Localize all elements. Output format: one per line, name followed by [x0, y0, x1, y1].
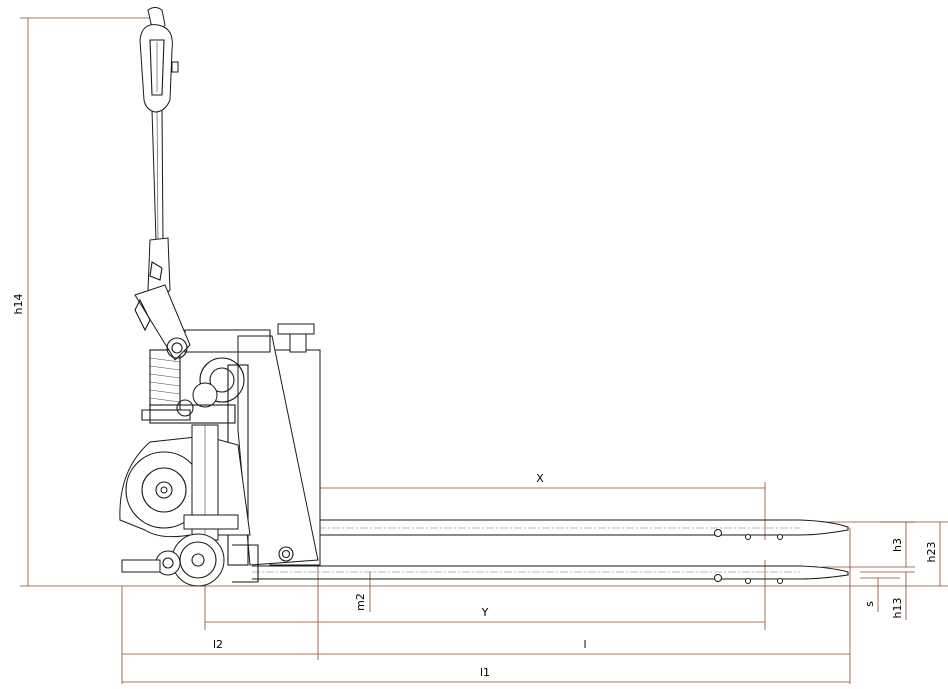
label-h13: h13	[891, 598, 904, 619]
label-X: X	[536, 472, 544, 485]
label-Y: Y	[481, 606, 489, 619]
suspension-spring	[141, 349, 191, 421]
label-l1: l1	[480, 666, 490, 679]
tiller-handle	[139, 7, 179, 113]
chassis-body	[184, 323, 321, 566]
tiller-arm	[134, 109, 191, 361]
dimension-lines	[20, 17, 948, 689]
forks	[252, 519, 849, 584]
label-s: s	[863, 601, 876, 607]
label-m2: m2	[354, 593, 367, 611]
label-l: l	[583, 638, 586, 651]
label-h14: h14	[12, 294, 25, 315]
label-h23: h23	[925, 542, 938, 563]
label-l2: l2	[213, 638, 223, 651]
label-h3: h3	[891, 538, 904, 552]
dimension-labels: h14 X Y l2 l l1 m2 h3 h23 s h13	[12, 294, 938, 679]
wheels	[121, 533, 259, 587]
drive-unit	[119, 357, 251, 541]
